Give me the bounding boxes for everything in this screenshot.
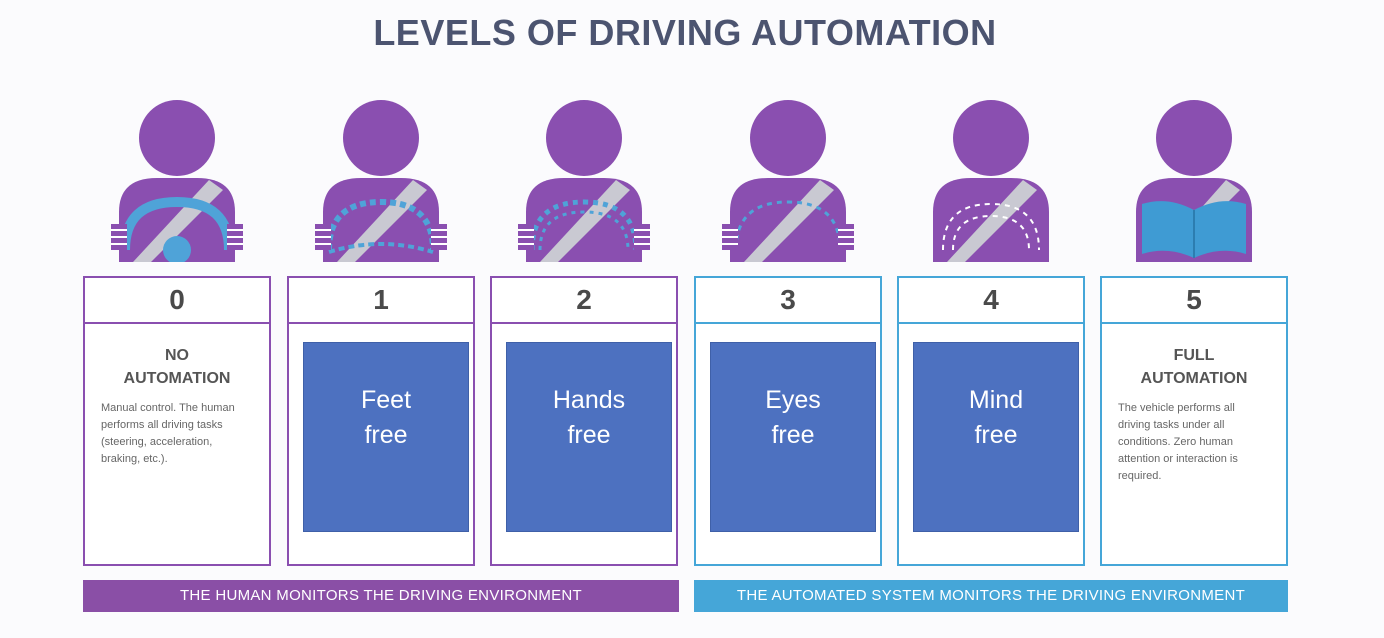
- level-number: 0: [85, 278, 269, 324]
- level-box: 3 Eyes free: [694, 276, 882, 566]
- overlay-line: Feet: [360, 386, 412, 414]
- level-0-column: 0 NO AUTOMATION Manual control. The huma…: [83, 100, 271, 566]
- level-name-line: FULL: [1173, 347, 1215, 364]
- level-description: The vehicle performs all driving tasks u…: [1118, 402, 1238, 482]
- overlay-line: free: [974, 421, 1018, 449]
- level-number: 3: [696, 278, 880, 324]
- level-box: 2 Hands free: [490, 276, 678, 566]
- human-monitors-band: THE HUMAN MONITORS THE DRIVING ENVIRONME…: [83, 580, 679, 612]
- level-name: FULL AUTOMATION: [1102, 344, 1286, 390]
- page-title: LEVELS OF DRIVING AUTOMATION: [373, 12, 997, 53]
- overlay-line: Mind: [968, 386, 1024, 414]
- level-number: 2: [492, 278, 676, 324]
- level-description: Manual control. The human performs all d…: [101, 402, 235, 465]
- level-4-column: 4 Mind free: [897, 100, 1085, 566]
- level-overlay: Mind free: [913, 342, 1079, 532]
- driver-conditional-wheel-icon: [722, 100, 854, 262]
- level-overlay: Eyes free: [710, 342, 876, 532]
- level-name-line: AUTOMATION: [1140, 370, 1248, 387]
- overlay-line: free: [364, 421, 408, 449]
- level-name-line: NO: [165, 347, 189, 364]
- level-2-column: 2 Hands free: [490, 100, 678, 566]
- level-number: 4: [899, 278, 1083, 324]
- level-overlay: Feet free: [303, 342, 469, 532]
- level-name-line: AUTOMATION: [123, 370, 231, 387]
- overlay-line: Hands: [552, 386, 626, 414]
- level-3-column: 3 Eyes free: [694, 100, 882, 566]
- driver-hands-on-wheel-icon: [111, 100, 243, 262]
- driver-high-automation-icon: [925, 100, 1057, 262]
- overlay-line: free: [567, 421, 611, 449]
- level-overlay: Hands free: [506, 342, 672, 532]
- driver-assist-wheel-icon: [315, 100, 447, 262]
- level-box: 4 Mind free: [897, 276, 1085, 566]
- overlay-line: free: [771, 421, 815, 449]
- level-number: 5: [1102, 278, 1286, 324]
- driver-partial-wheel-icon: [518, 100, 650, 262]
- level-box: 0 NO AUTOMATION Manual control. The huma…: [83, 276, 271, 566]
- level-name: NO AUTOMATION: [85, 344, 269, 390]
- level-1-column: 1 Feet free: [287, 100, 475, 566]
- system-monitors-band: THE AUTOMATED SYSTEM MONITORS THE DRIVIN…: [694, 580, 1288, 612]
- overlay-line: Eyes: [765, 386, 821, 414]
- level-number: 1: [289, 278, 473, 324]
- person-reading-book-icon: [1128, 100, 1260, 262]
- level-box: 5 FULL AUTOMATION The vehicle performs a…: [1100, 276, 1288, 566]
- level-box: 1 Feet free: [287, 276, 475, 566]
- level-5-column: 5 FULL AUTOMATION The vehicle performs a…: [1100, 100, 1288, 566]
